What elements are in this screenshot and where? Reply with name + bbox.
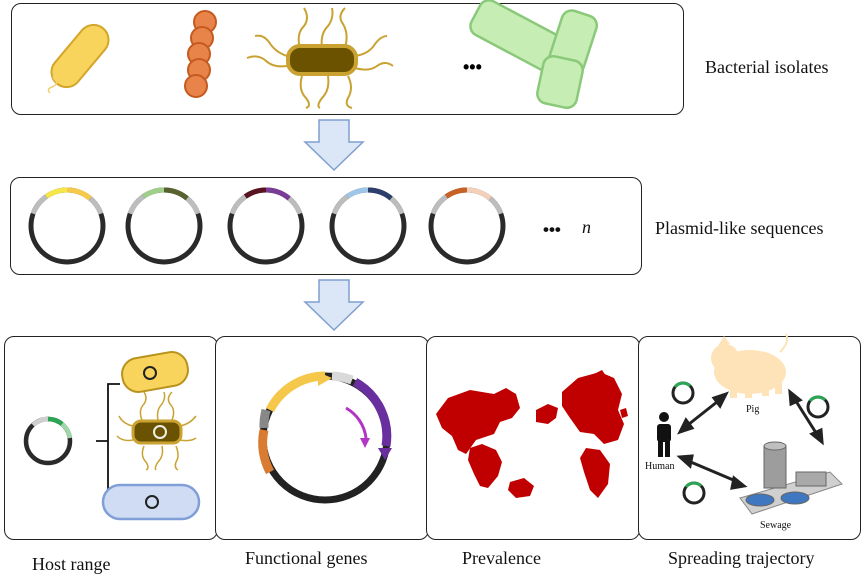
plasmid-accent-b-2 [163, 187, 189, 201]
gene-segment-yellow [265, 371, 326, 413]
human-label: Human [645, 461, 675, 472]
streptococcus-icon [184, 10, 217, 98]
gene-segment-orange [258, 429, 275, 475]
plasmid-accent-b-3 [265, 187, 291, 201]
plasmid-accent-b-5 [466, 187, 492, 201]
plasmid-accent-b-4 [367, 187, 393, 201]
gene-segment-grey [331, 371, 354, 385]
plasmid-grey-left-1 [30, 194, 48, 215]
plasmid-accent-a-1 [44, 187, 68, 199]
plasmid-grey-left-5 [430, 194, 448, 215]
plasmid-accent-b-1 [66, 187, 92, 201]
host-plasmid-mini-1 [143, 366, 157, 380]
trajectory-plasmid-1 [671, 381, 695, 405]
plasmid-accent-a-3 [243, 187, 267, 199]
host-plasmid-icon [23, 416, 73, 466]
world-map-icon [436, 370, 628, 498]
plasmid-grey-right-4 [389, 196, 405, 215]
n-symbol: n [582, 217, 591, 237]
trajectory-plasmid-3 [682, 481, 706, 505]
trajectory-arrows [676, 388, 824, 490]
gene-segment-darkgrey [259, 408, 271, 429]
prevalence-label: Prevalence [462, 548, 541, 568]
plasmid-accent-a-5 [444, 187, 468, 199]
functional-genes-panel [215, 336, 429, 540]
sewage-label: Sewage [760, 520, 792, 531]
bacteria-ellipsis: ••• [463, 57, 482, 77]
host-plasmid-mini-3 [145, 495, 159, 509]
branched-bacterium-icon [469, 0, 599, 110]
plasmid-grey-right-3 [287, 196, 303, 215]
plasmid-accent-a-2 [141, 187, 165, 199]
sewage-plant-icon [739, 441, 843, 515]
plasmid-grey-left-4 [331, 194, 349, 215]
trajectory-plasmid-2 [806, 395, 830, 419]
plasmid-grey-right-1 [88, 196, 104, 215]
gene-arrowhead-yellow [318, 372, 332, 386]
plasmid-grey-right-2 [185, 196, 201, 215]
host-rod-blue [101, 483, 201, 521]
spreading-trajectory-label: Spreading trajectory [668, 548, 815, 568]
plasmid-grey-right-5 [488, 196, 504, 215]
plasmid-sequences-panel [10, 177, 642, 275]
gene-segment-purple [352, 378, 392, 447]
gene-inner-arrowhead [360, 438, 370, 448]
flagellated-bacterium-body [286, 44, 358, 76]
gene-arrowhead-purple [378, 448, 392, 460]
functional-genes-label: Functional genes [245, 548, 368, 568]
rod-bacterium-icon [47, 23, 110, 94]
pig-label: Pig [746, 404, 760, 415]
plasmid-ellipsis: ••• [543, 220, 561, 239]
plasmid-accent-a-4 [345, 187, 369, 199]
host-range-label: Host range [32, 554, 111, 574]
plasmid-sequences-label: Plasmid-like sequences [655, 218, 824, 238]
pig-icon [711, 333, 789, 398]
host-flagellated-body [131, 419, 183, 445]
flagellated-bacterium-icon [246, 7, 394, 109]
gene-inner-arrow [345, 406, 368, 439]
plasmid-grey-left-3 [229, 194, 247, 215]
host-plasmid-mini-2 [153, 425, 167, 439]
human-icon [657, 412, 671, 457]
bacterial-isolates-label: Bacterial isolates [705, 57, 829, 77]
plasmid-grey-left-2 [127, 194, 145, 215]
